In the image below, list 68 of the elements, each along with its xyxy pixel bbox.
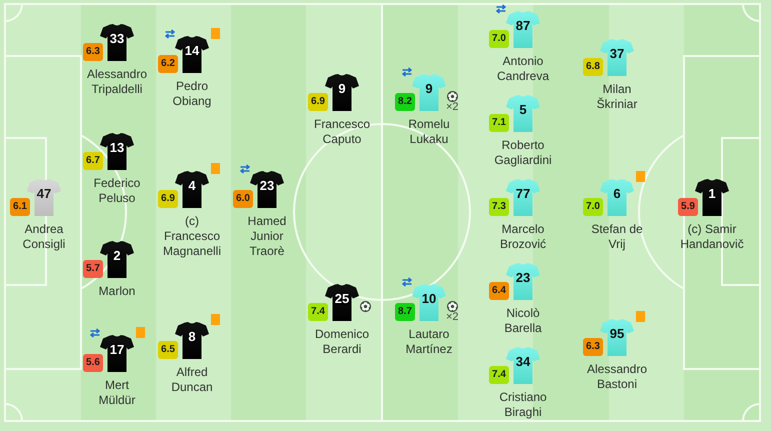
rating-badge: 6.3 <box>583 338 603 356</box>
rating-badge: 6.7 <box>83 152 103 170</box>
jersey-number: 10 <box>420 292 438 306</box>
jersey-number: 77 <box>514 187 532 201</box>
jersey-number: 4 <box>187 179 197 193</box>
rating-badge: 7.0 <box>489 30 509 48</box>
jersey-number: 33 <box>108 32 126 46</box>
player-name: Marlon <box>98 284 136 299</box>
player-name: (c) Francesco Magnanelli <box>162 214 222 259</box>
player-name: Stefan de Vrij <box>590 222 644 252</box>
player-name: Lautaro Martínez <box>404 327 454 357</box>
jersey-number: 9 <box>424 82 434 96</box>
rating-badge: 5.6 <box>83 354 103 372</box>
jersey-number: 25 <box>334 292 350 306</box>
jersey-number: 23 <box>514 271 532 285</box>
player-name: Milan Škriniar <box>596 82 638 112</box>
player-name: (c) Samir Handanovič <box>680 222 744 252</box>
player-name: Alessandro Bastoni <box>586 362 648 392</box>
player-name: Romelu Lukaku <box>407 117 451 147</box>
player-name: Roberto Gagliardini <box>493 138 553 168</box>
rating-badge: 8.7 <box>395 303 415 321</box>
jersey-number: 8 <box>187 330 197 344</box>
jersey-number: 9 <box>337 82 347 96</box>
jersey-number: 95 <box>608 327 626 341</box>
rating-badge: 5.7 <box>83 260 103 278</box>
jersey-number: 23 <box>258 179 276 193</box>
player-name: Cristiano Biraghi <box>498 390 548 420</box>
player-name: Alessandro Tripaldelli <box>86 67 148 97</box>
rating-badge: 6.4 <box>489 282 509 300</box>
rating-badge: 6.5 <box>158 341 178 359</box>
rating-badge: 8.2 <box>395 93 415 111</box>
jersey-number: 13 <box>108 141 126 155</box>
jersey-number: 5 <box>518 103 528 117</box>
jersey-number: 87 <box>514 19 532 33</box>
rating-badge: 6.0 <box>233 190 253 208</box>
jersey-number: 14 <box>184 44 200 58</box>
goal-count: ×2 <box>446 102 459 113</box>
rating-badge: 7.4 <box>489 366 509 384</box>
jersey-number: 6 <box>612 187 622 201</box>
player-name: Federico Peluso <box>92 176 142 206</box>
player-name: Mert Müldür <box>98 378 136 408</box>
rating-badge: 7.0 <box>583 198 603 216</box>
rating-badge: 7.3 <box>489 198 509 216</box>
player-name: Andrea Consigli <box>22 222 66 252</box>
rating-badge: 5.9 <box>678 198 698 216</box>
player-name: Pedro Obiang <box>172 79 212 109</box>
rating-badge: 6.2 <box>158 55 178 73</box>
player-name: Antonio Candreva <box>496 54 550 84</box>
jersey-number: 34 <box>514 355 532 369</box>
goal-count: ×2 <box>446 312 459 323</box>
jersey-number: 47 <box>36 187 52 201</box>
jersey-number: 2 <box>112 249 122 263</box>
rating-badge: 6.3 <box>83 43 103 61</box>
jersey-number: 37 <box>608 47 626 61</box>
rating-badge: 6.9 <box>308 93 328 111</box>
rating-badge: 6.8 <box>583 58 603 76</box>
jersey-number: 17 <box>108 343 126 357</box>
player-name: Alfred Duncan <box>170 365 214 395</box>
player-name: Hamed Junior Traorè <box>246 214 288 259</box>
rating-badge: 6.1 <box>10 198 30 216</box>
jersey-number: 1 <box>707 187 717 201</box>
player-name: Francesco Caputo <box>312 117 372 147</box>
rating-badge: 7.4 <box>308 303 328 321</box>
rating-badge: 7.1 <box>489 114 509 132</box>
player-name: Marcelo Brozović <box>498 222 547 252</box>
player-name: Nicolò Barella <box>503 306 543 336</box>
player-name: Domenico Berardi <box>314 327 370 357</box>
rating-badge: 6.9 <box>158 190 178 208</box>
